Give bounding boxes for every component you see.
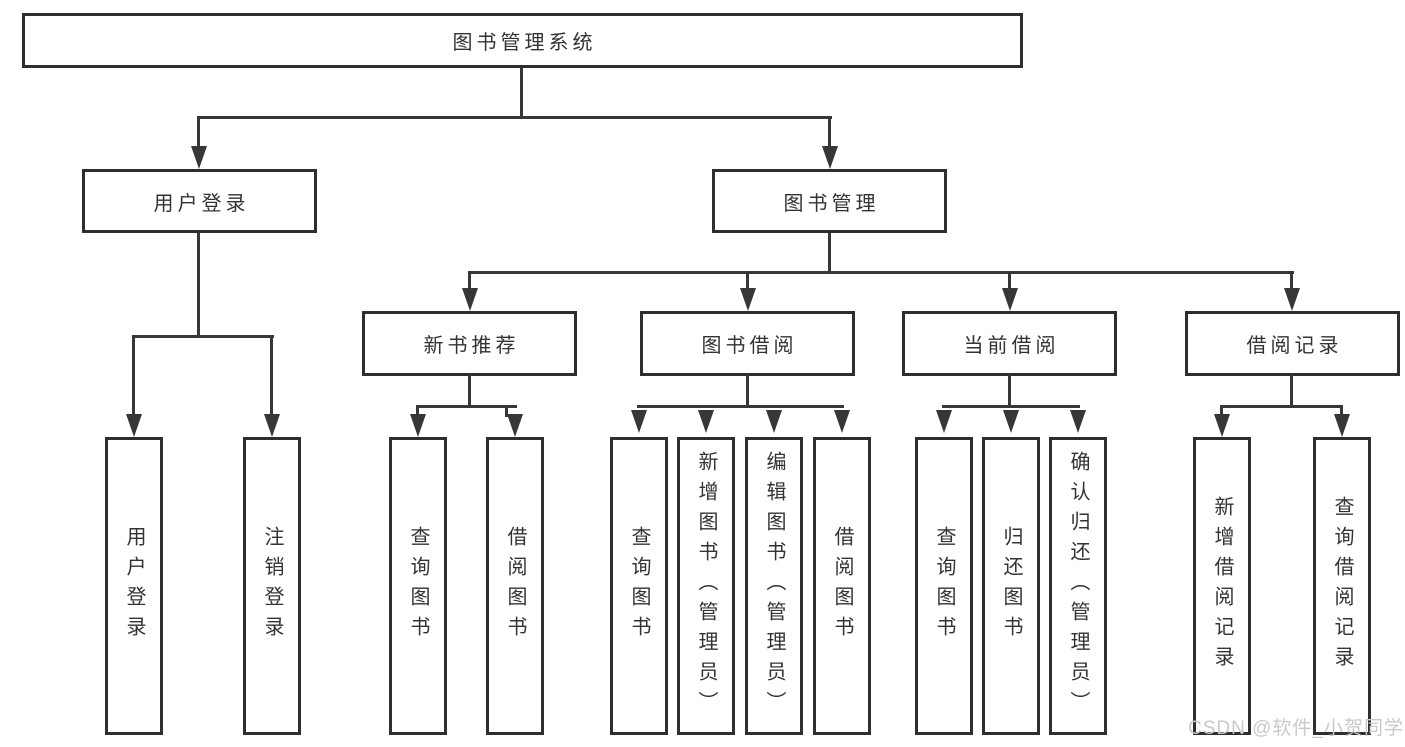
leaf-add-books-admin: 新增图书（管理员） [677,437,735,735]
connector-line [637,405,844,408]
node-label: 用户登录 [153,192,250,215]
csdn-watermark: CSDN @软件_小贺同学 [1188,718,1404,739]
connector-line [270,335,273,416]
connector-line [468,271,471,291]
arrow-down-icon [936,410,952,433]
node-label: 图书借阅 [701,335,798,357]
node-current-borrowing: 当前借阅 [902,311,1117,376]
leaf-edit-books-admin: 编辑图书（管理员） [745,437,803,735]
arrow-down-icon [1214,414,1230,437]
leaf-label: 查询图书 [628,526,650,646]
leaf-label: 注销登录 [261,526,283,646]
leaf-user-login: 用户登录 [105,437,163,735]
node-label: 新书推荐 [423,335,520,357]
arrow-down-icon [1002,288,1018,311]
arrow-down-icon [834,410,850,433]
leaf-query-books: 查询图书 [610,437,668,735]
connector-line [746,374,749,407]
leaf-label: 用户登录 [123,526,145,646]
connector-line [197,116,832,119]
node-label: 借阅记录 [1246,335,1343,357]
connector-line [1220,405,1343,408]
connector-line [1008,374,1011,407]
connector-line [1290,374,1293,407]
leaf-borrow-books: 借阅图书 [486,437,544,735]
arrow-down-icon [264,414,280,437]
arrow-down-icon [631,410,647,433]
leaf-add-borrow-record: 新增借阅记录 [1193,437,1251,735]
leaf-label: 查询图书 [407,526,429,646]
connector-line [520,68,523,117]
arrow-down-icon [1284,288,1300,311]
leaf-query-books: 查询图书 [915,437,973,735]
connector-line [1220,405,1223,417]
leaf-logout: 注销登录 [243,437,301,735]
leaf-confirm-return-admin: 确认归还（管理员） [1049,437,1107,735]
connector-line [468,374,471,407]
leaf-label: 查询图书 [933,526,955,646]
connector-line [942,405,1080,408]
leaf-label: 借阅图书 [831,526,853,646]
connector-line [746,271,749,291]
arrow-down-icon [1334,414,1350,437]
arrow-down-icon [410,414,426,437]
arrow-down-icon [822,146,838,169]
connector-line [828,233,831,274]
arrow-down-icon [698,410,714,433]
connector-line [197,116,200,148]
leaf-label: 新增借阅记录 [1211,496,1233,676]
arrow-down-icon [1070,410,1086,433]
connector-line [416,405,517,408]
leaf-label: 借阅图书 [504,526,526,646]
leaf-label: 确认归还（管理员） [1067,451,1089,721]
node-new-book-recommend: 新书推荐 [362,311,577,376]
leaf-query-books: 查询图书 [389,437,447,735]
node-label: 图书管理 [783,192,880,215]
arrow-down-icon [740,288,756,311]
leaf-label: 新增图书（管理员） [695,451,717,721]
arrow-down-icon [191,146,207,169]
arrow-down-icon [766,410,782,433]
connector-line [1340,405,1343,417]
connector-line [132,335,135,416]
leaf-return-books: 归还图书 [982,437,1040,735]
connector-line [1290,271,1293,291]
node-borrowing-records: 借阅记录 [1185,311,1400,376]
node-label: 当前借阅 [963,335,1060,357]
leaf-label: 归还图书 [1000,526,1022,646]
arrow-down-icon [507,414,523,437]
leaf-borrow-books: 借阅图书 [813,437,871,735]
arrow-down-icon [126,414,142,437]
leaf-label: 查询借阅记录 [1331,496,1353,676]
connector-line [416,405,419,417]
connector-line [505,405,508,417]
arrow-down-icon [1003,410,1019,433]
leaf-query-borrow-record: 查询借阅记录 [1313,437,1371,735]
connector-line [132,335,274,338]
node-label: 图书管理系统 [452,32,597,54]
node-book-borrowing: 图书借阅 [640,311,855,376]
node-user-login: 用户登录 [82,169,317,233]
node-library-system: 图书管理系统 [22,13,1023,68]
connector-line [1008,271,1011,291]
connector-line [468,271,1294,274]
arrow-down-icon [462,288,478,311]
node-book-management: 图书管理 [712,169,947,233]
leaf-label: 编辑图书（管理员） [763,451,785,721]
connector-line [828,116,831,148]
connector-line [197,233,200,337]
